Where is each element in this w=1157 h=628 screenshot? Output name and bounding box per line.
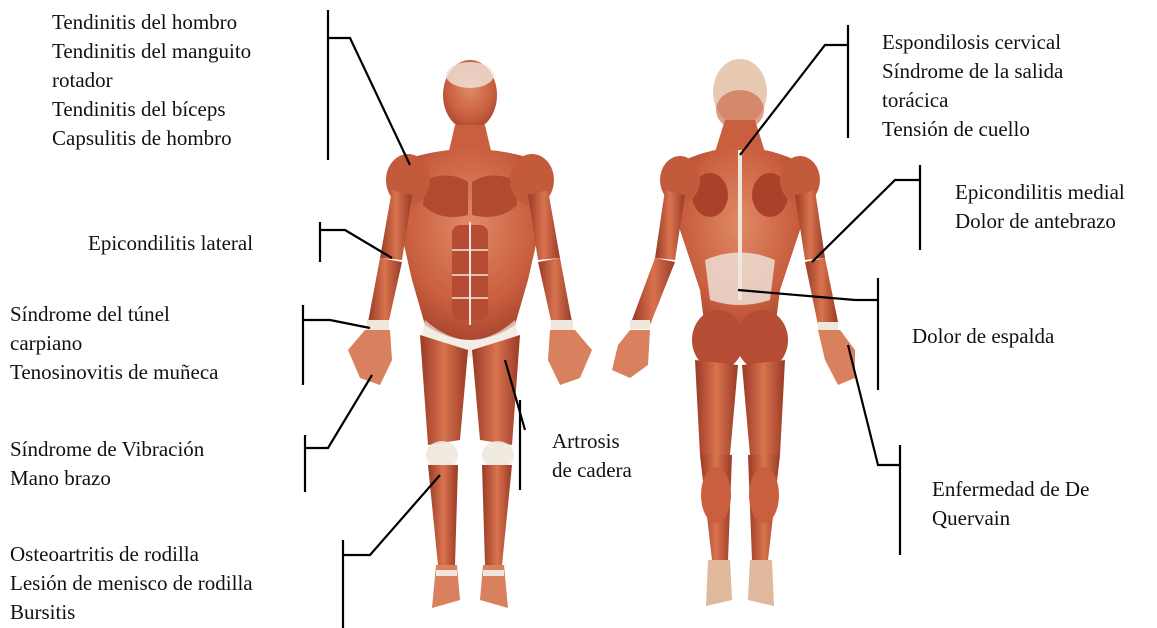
label-line: Artrosis — [552, 427, 632, 456]
vibration-syndrome-label: Síndrome de Vibración Mano brazo — [10, 435, 204, 493]
dequervain-label: Enfermedad de De Quervain — [932, 475, 1089, 533]
label-line: Bursitis — [10, 598, 253, 627]
label-line: Síndrome del túnel — [10, 300, 218, 329]
label-line: Epicondilitis lateral — [88, 229, 253, 258]
pointer-shoulder — [328, 38, 410, 165]
label-line: Dolor de espalda — [912, 322, 1054, 351]
lateral-epicondylitis-label: Epicondilitis lateral — [88, 229, 253, 258]
shoulder-conditions-label: Tendinitis del hombro Tendinitis del man… — [52, 8, 251, 153]
hip-arthrosis-label: Artrosis de cadera — [552, 427, 632, 485]
back-body-figure — [612, 59, 855, 606]
label-line: Tendinitis del manguito — [52, 37, 251, 66]
label-line: Dolor de antebrazo — [955, 207, 1125, 236]
label-line: Espondilosis cervical — [882, 28, 1063, 57]
label-line: Tendinitis del bíceps — [52, 95, 251, 124]
label-line: Capsulitis de hombro — [52, 124, 251, 153]
label-line: Tendinitis del hombro — [52, 8, 251, 37]
neck-conditions-label: Espondilosis cervical Síndrome de la sal… — [882, 28, 1063, 144]
label-line: Síndrome de Vibración — [10, 435, 204, 464]
carpal-conditions-label: Síndrome del túnel carpiano Tenosinoviti… — [10, 300, 218, 387]
label-line: rotador — [52, 66, 251, 95]
pointer-dequervain — [848, 345, 900, 465]
medial-epicondylitis-label: Epicondilitis medial Dolor de antebrazo — [955, 178, 1125, 236]
knee-conditions-label: Osteoartritis de rodilla Lesión de menis… — [10, 540, 253, 627]
label-line: Enfermedad de De — [932, 475, 1089, 504]
front-body-figure — [348, 60, 592, 608]
label-line: torácica — [882, 86, 1063, 115]
pointer-knee — [343, 475, 440, 555]
back-pain-label: Dolor de espalda — [912, 322, 1054, 351]
label-line: Epicondilitis medial — [955, 178, 1125, 207]
pointer-carpal — [303, 320, 370, 328]
label-line: Síndrome de la salida — [882, 57, 1063, 86]
label-line: Tensión de cuello — [882, 115, 1063, 144]
label-line: de cadera — [552, 456, 632, 485]
pointer-vibration — [305, 375, 372, 448]
label-line: Lesión de menisco de rodilla — [10, 569, 253, 598]
label-line: Osteoartritis de rodilla — [10, 540, 253, 569]
label-line: Mano brazo — [10, 464, 204, 493]
label-line: Quervain — [932, 504, 1089, 533]
pointer-medial-epicondylitis — [812, 180, 920, 262]
label-line: Tenosinovitis de muñeca — [10, 358, 218, 387]
label-line: carpiano — [10, 329, 218, 358]
